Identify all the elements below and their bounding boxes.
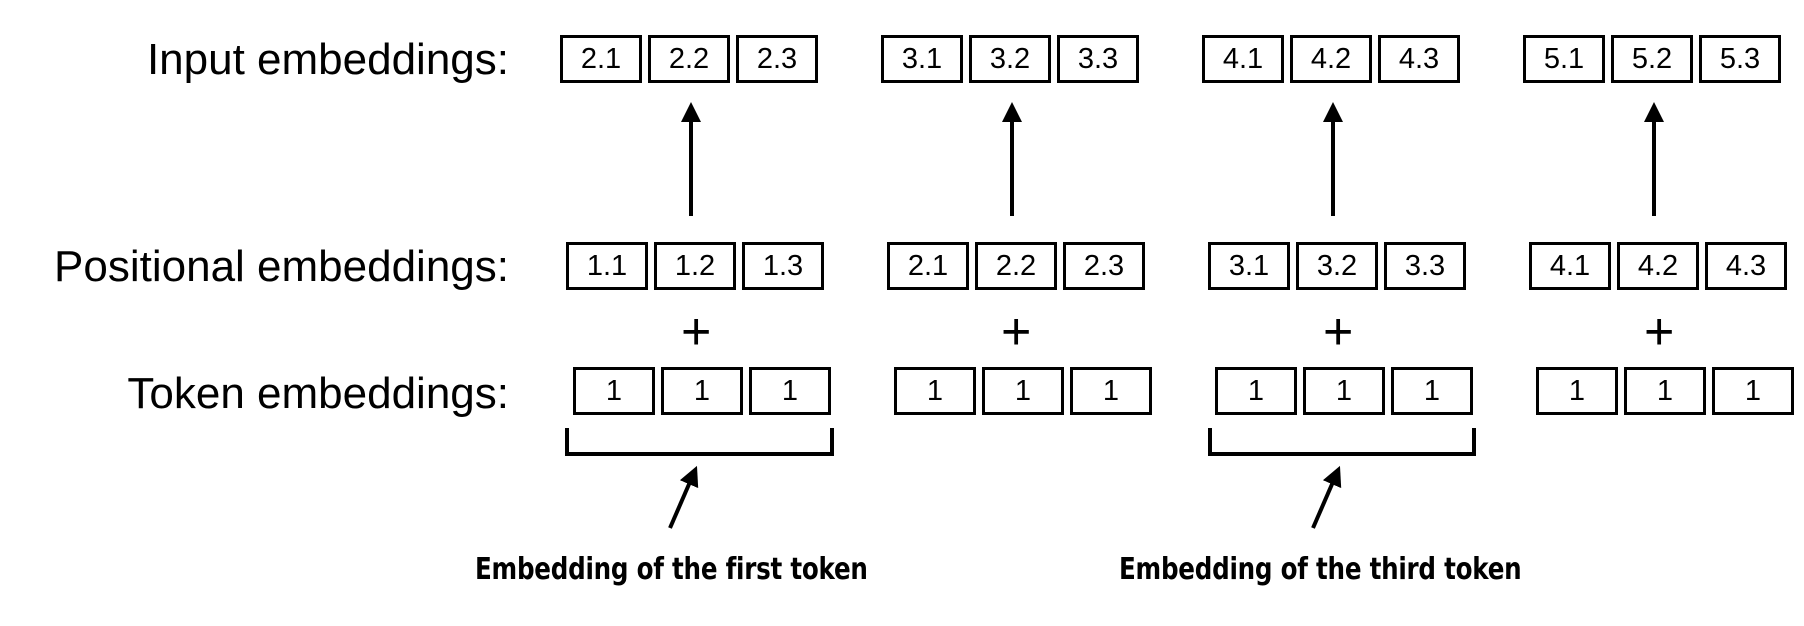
third-token-bracket bbox=[1208, 428, 1476, 456]
embedding-cell: 1 bbox=[661, 367, 743, 415]
embedding-cell: 5.1 bbox=[1523, 35, 1605, 83]
plus-sign: + bbox=[1001, 303, 1032, 361]
token-embedding-vector-2: 1 1 1 bbox=[894, 367, 1152, 415]
embedding-cell: 1 bbox=[982, 367, 1064, 415]
input-embedding-vector-4: 5.1 5.2 5.3 bbox=[1523, 35, 1781, 83]
pointer-arrow bbox=[1311, 465, 1342, 529]
embedding-cell: 1 bbox=[573, 367, 655, 415]
token-embedding-vector-1: 1 1 1 bbox=[573, 367, 831, 415]
positional-embedding-vector-3: 3.1 3.2 3.3 bbox=[1208, 242, 1466, 290]
plus-sign: + bbox=[1323, 303, 1354, 361]
embedding-cell: 5.3 bbox=[1699, 35, 1781, 83]
plus-sign: + bbox=[681, 303, 712, 361]
embedding-cell: 2.1 bbox=[887, 242, 969, 290]
embedding-cell: 5.2 bbox=[1611, 35, 1693, 83]
positional-embedding-vector-1: 1.1 1.2 1.3 bbox=[566, 242, 824, 290]
input-embeddings-label: Input embeddings: bbox=[146, 35, 509, 84]
embedding-cell: 1 bbox=[749, 367, 831, 415]
input-embedding-vector-3: 4.1 4.2 4.3 bbox=[1202, 35, 1460, 83]
input-embedding-vector-1: 2.1 2.2 2.3 bbox=[560, 35, 818, 83]
pointer-arrow bbox=[668, 465, 699, 529]
embedding-cell: 1.1 bbox=[566, 242, 648, 290]
embedding-cell: 1 bbox=[1712, 367, 1794, 415]
embedding-cell: 1 bbox=[1070, 367, 1152, 415]
embedding-cell: 3.3 bbox=[1057, 35, 1139, 83]
embedding-cell: 1 bbox=[1215, 367, 1297, 415]
embedding-cell: 2.2 bbox=[648, 35, 730, 83]
embedding-cell: 1.2 bbox=[654, 242, 736, 290]
first-token-caption: Embedding of the first token bbox=[475, 552, 868, 587]
embedding-cell: 4.3 bbox=[1705, 242, 1787, 290]
embedding-cell: 4.1 bbox=[1202, 35, 1284, 83]
embedding-cell: 4.3 bbox=[1378, 35, 1460, 83]
embedding-cell: 3.2 bbox=[969, 35, 1051, 83]
token-embeddings-label: Token embeddings: bbox=[127, 369, 509, 418]
embedding-cell: 3.3 bbox=[1384, 242, 1466, 290]
embedding-cell: 2.3 bbox=[736, 35, 818, 83]
embedding-cell: 3.1 bbox=[881, 35, 963, 83]
embedding-cell: 3.2 bbox=[1296, 242, 1378, 290]
third-token-caption: Embedding of the third token bbox=[1119, 552, 1522, 587]
embedding-cell: 4.2 bbox=[1290, 35, 1372, 83]
token-embedding-vector-3: 1 1 1 bbox=[1215, 367, 1473, 415]
embedding-cell: 1 bbox=[1391, 367, 1473, 415]
positional-embedding-vector-2: 2.1 2.2 2.3 bbox=[887, 242, 1145, 290]
positional-embeddings-label: Positional embeddings: bbox=[54, 242, 509, 291]
token-embedding-vector-4: 1 1 1 bbox=[1536, 367, 1794, 415]
plus-sign: + bbox=[1644, 303, 1675, 361]
embedding-cell: 3.1 bbox=[1208, 242, 1290, 290]
embedding-cell: 1 bbox=[894, 367, 976, 415]
embedding-cell: 4.1 bbox=[1529, 242, 1611, 290]
embedding-cell: 1.3 bbox=[742, 242, 824, 290]
embedding-cell: 2.1 bbox=[560, 35, 642, 83]
positional-embedding-vector-4: 4.1 4.2 4.3 bbox=[1529, 242, 1787, 290]
embedding-cell: 1 bbox=[1536, 367, 1618, 415]
embedding-cell: 1 bbox=[1303, 367, 1385, 415]
input-embedding-vector-2: 3.1 3.2 3.3 bbox=[881, 35, 1139, 83]
first-token-bracket bbox=[565, 428, 834, 456]
embedding-cell: 2.3 bbox=[1063, 242, 1145, 290]
embedding-cell: 2.2 bbox=[975, 242, 1057, 290]
embedding-cell: 4.2 bbox=[1617, 242, 1699, 290]
embedding-cell: 1 bbox=[1624, 367, 1706, 415]
